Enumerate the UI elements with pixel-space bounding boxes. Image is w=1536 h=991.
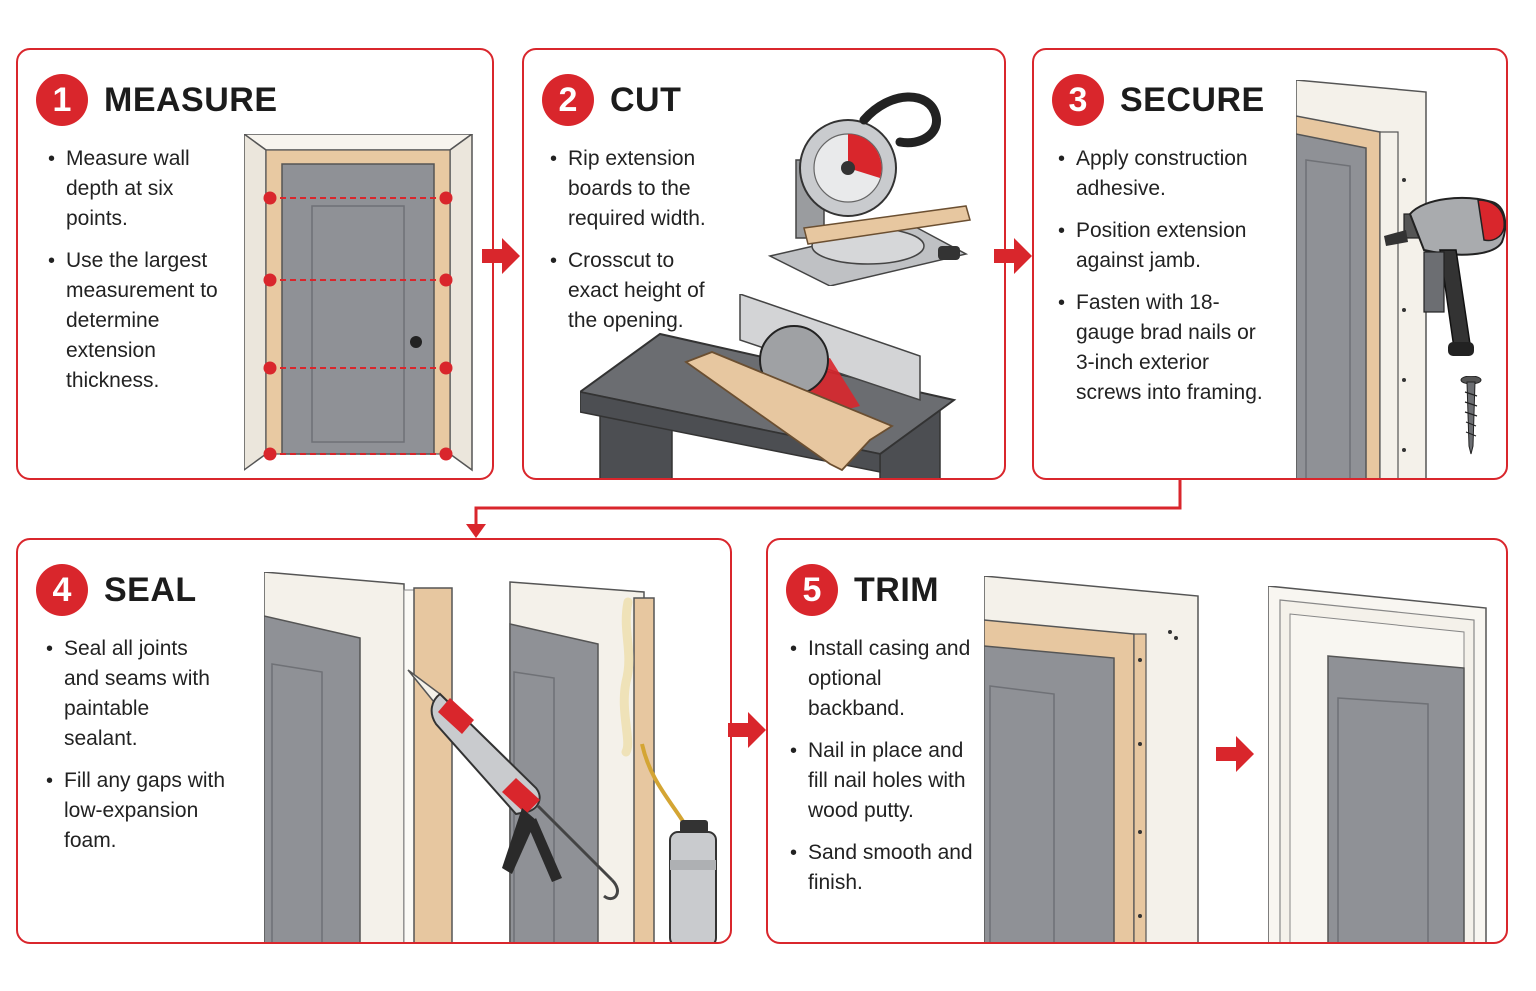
step-bullet: Crosscut to exact height of the opening. [550, 246, 730, 336]
casing-before-illustration [984, 576, 1200, 942]
arrow-right-icon [994, 238, 1032, 274]
step-header: 5 TRIM [786, 564, 939, 616]
step-number-badge: 3 [1052, 74, 1104, 126]
step-bullet: Apply construction adhesive. [1058, 144, 1268, 204]
jamb-extension-illustration [1296, 80, 1506, 478]
step-number-badge: 1 [36, 74, 88, 126]
step-bullet: Position extension against jamb. [1058, 216, 1268, 276]
step-header: 3 SECURE [1052, 74, 1265, 126]
door-measurement-illustration [244, 134, 474, 474]
step-title: CUT [610, 80, 682, 119]
step-header: 4 SEAL [36, 564, 197, 616]
casing-finished-illustration [1268, 586, 1488, 942]
step-bullet-list: Measure wall depth at six points. Use th… [48, 144, 223, 408]
step-title: SEAL [104, 570, 197, 609]
step-bullet: Sand smooth and finish. [790, 838, 976, 898]
step-bullet-list: Install casing and optional backband. Na… [790, 634, 976, 910]
table-saw-icon [580, 294, 960, 478]
caulk-gun-icon [406, 668, 626, 932]
step-panel-seal: 4 SEAL Seal all joints and seams with pa… [16, 538, 732, 944]
step-panel-trim: 5 TRIM Install casing and optional backb… [766, 538, 1508, 944]
screw-icon [1456, 376, 1486, 456]
step-bullet: Fasten with 18-gauge brad nails or 3-inc… [1058, 288, 1268, 408]
step-bullet-list: Seal all joints and seams with paintable… [46, 634, 226, 868]
step-header: 1 MEASURE [36, 74, 278, 126]
step-panel-cut: 2 CUT Rip extension boards to the requir… [522, 48, 1006, 480]
arrow-right-icon [1216, 736, 1256, 772]
step-header: 2 CUT [542, 74, 681, 126]
arrow-right-icon [482, 238, 520, 274]
nail-gun-icon [1384, 192, 1506, 372]
step-bullet: Rip extension boards to the required wid… [550, 144, 730, 234]
step-bullet: Seal all joints and seams with paintable… [46, 634, 226, 754]
arrow-right-icon [728, 712, 766, 748]
step-bullet: Nail in place and fill nail holes with w… [790, 736, 976, 826]
flow-connector-arrow [460, 478, 1190, 540]
step-bullet-list: Rip extension boards to the required wid… [550, 144, 730, 348]
step-number-badge: 5 [786, 564, 838, 616]
step-bullet: Install casing and optional backband. [790, 634, 976, 724]
step-number-badge: 2 [542, 74, 594, 126]
step-panel-secure: 3 SECURE Apply construction adhesive. Po… [1032, 48, 1508, 480]
step-title: TRIM [854, 570, 940, 609]
miter-saw-icon [760, 86, 976, 286]
step-title: MEASURE [104, 80, 278, 119]
foam-can-icon [630, 740, 724, 942]
step-title: SECURE [1120, 80, 1265, 119]
step-number-badge: 4 [36, 564, 88, 616]
step-bullet: Use the largest measurement to determine… [48, 246, 223, 396]
step-bullet: Fill any gaps with low-expansion foam. [46, 766, 226, 856]
step-panel-measure: 1 MEASURE Measure wall depth at six poin… [16, 48, 494, 480]
step-bullet: Measure wall depth at six points. [48, 144, 223, 234]
step-bullet-list: Apply construction adhesive. Position ex… [1058, 144, 1268, 420]
